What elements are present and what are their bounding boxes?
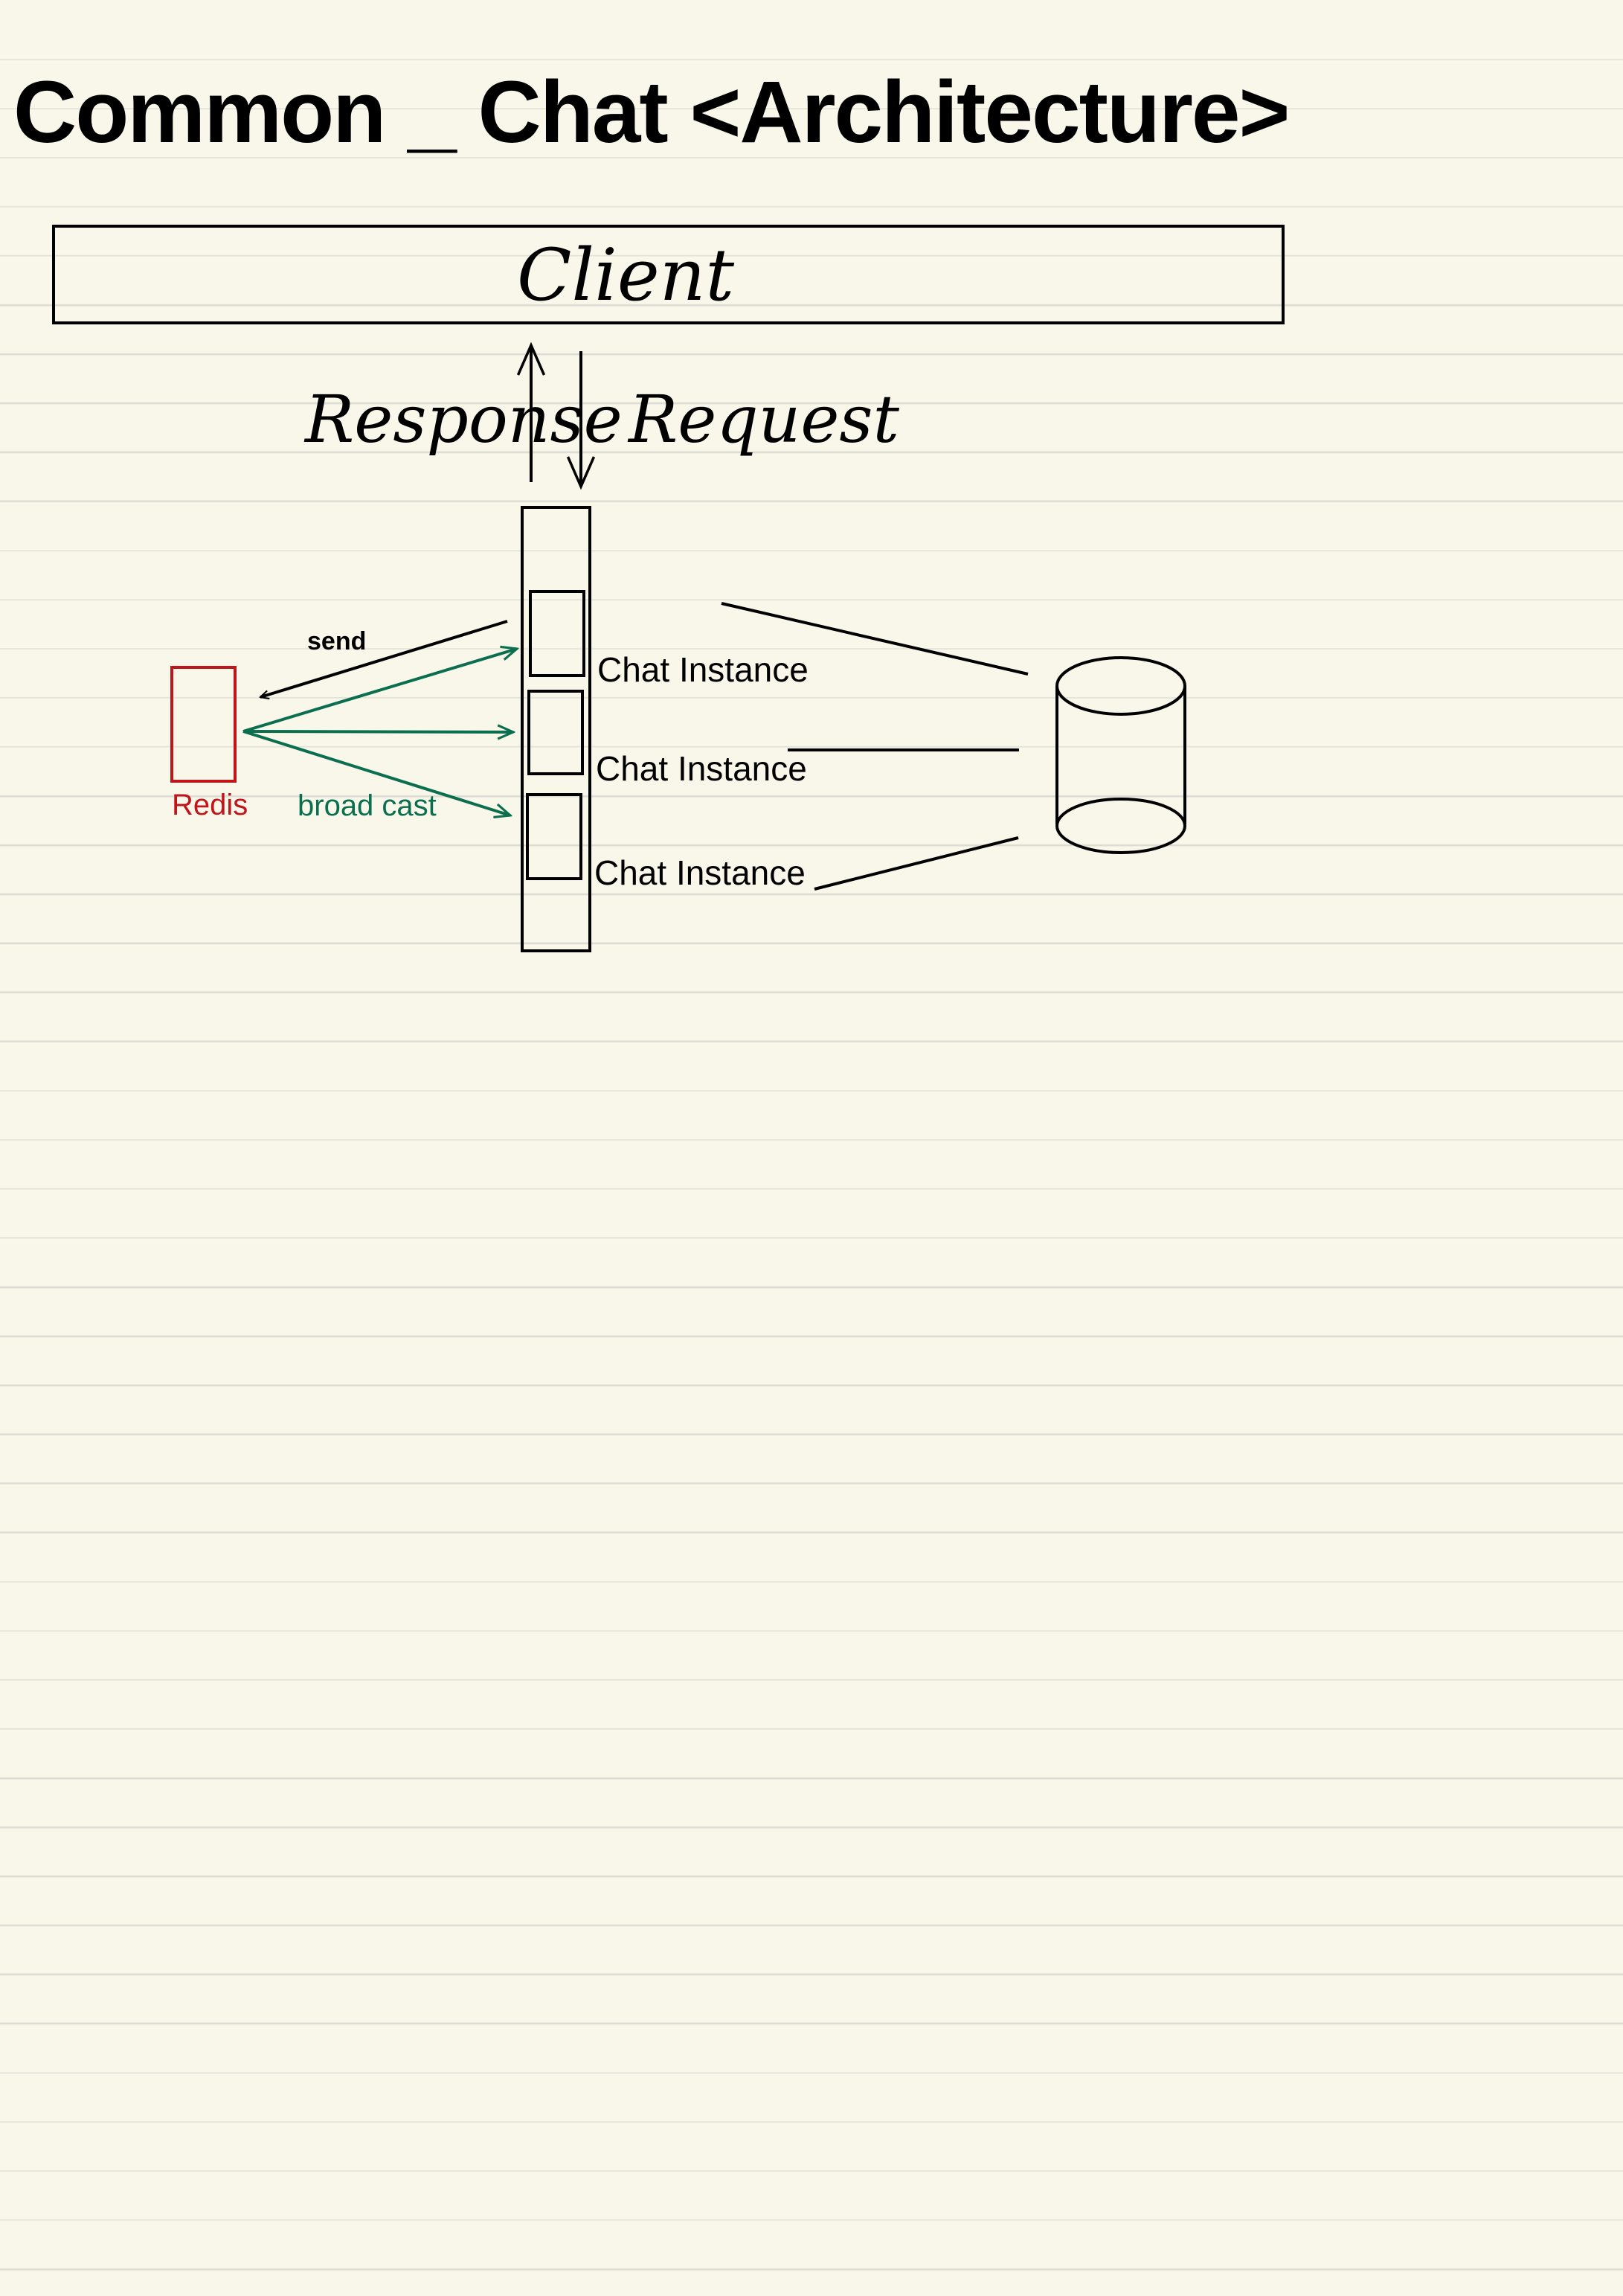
redis-box xyxy=(170,666,237,783)
database-cylinder-icon xyxy=(1055,656,1186,854)
client-label: Client xyxy=(517,234,735,317)
chat-instance-label-2: Chat Instance xyxy=(596,749,807,788)
chat-instance-box-2 xyxy=(527,690,584,775)
broadcast-arrow-2 xyxy=(242,731,513,732)
client-box xyxy=(52,225,1285,324)
response-label: Response xyxy=(305,381,623,458)
send-label: send xyxy=(307,627,367,655)
page-title: Common _ Chat <Architecture> xyxy=(13,63,1290,161)
broadcast-arrow-3 xyxy=(242,730,510,815)
send-arrow xyxy=(260,620,508,697)
db-connection-3 xyxy=(814,836,1019,891)
redis-label: Redis xyxy=(172,789,248,821)
request-label: Request xyxy=(629,381,899,458)
broadcast-label: broad cast xyxy=(298,789,437,822)
broadcast-arrow-1 xyxy=(242,649,517,733)
chat-instance-box-1 xyxy=(529,590,585,677)
chat-instance-box-3 xyxy=(526,793,582,880)
db-connection-1 xyxy=(721,602,1029,676)
server-container xyxy=(521,506,591,952)
chat-instance-label-1: Chat Instance xyxy=(597,650,809,689)
chat-instance-label-3: Chat Instance xyxy=(594,853,806,892)
